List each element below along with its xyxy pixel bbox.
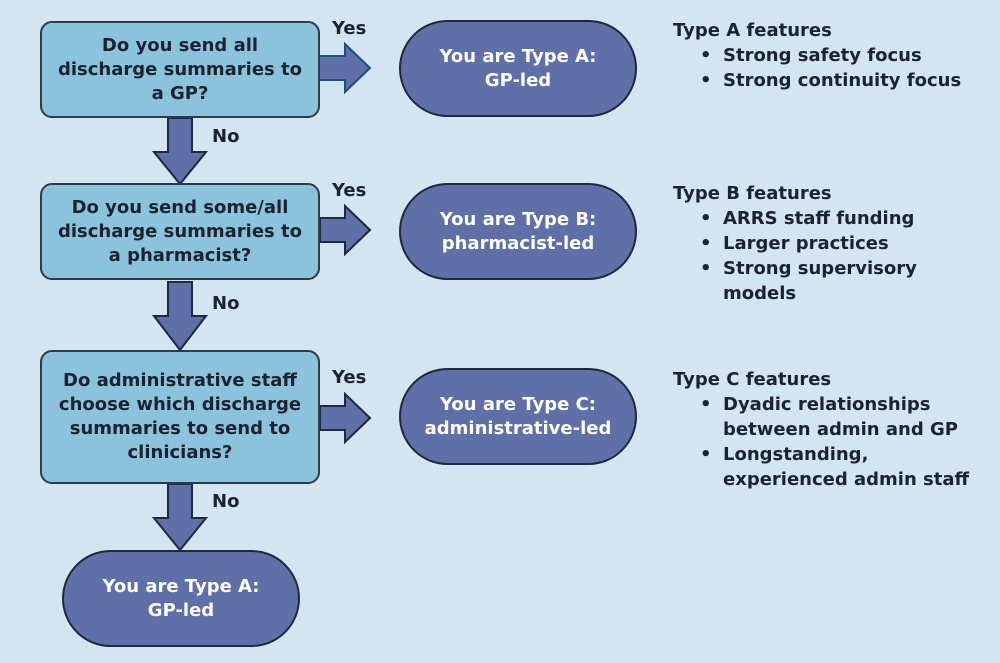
type-b-features: Type B features ARRS staff funding Large…: [673, 181, 993, 306]
type-c-features-title: Type C features: [673, 369, 832, 390]
feature-item: Strong safety focus: [673, 43, 993, 68]
type-a-features: Type A features Strong safety focus Stro…: [673, 18, 993, 93]
question-2-box: Do you send some/all discharge summaries…: [40, 183, 320, 280]
result-type-a-box: You are Type A: GP-led: [399, 20, 637, 117]
result-type-b-box: You are Type B: pharmacist-led: [399, 183, 637, 280]
yes-arrow-2: [319, 203, 372, 257]
yes-label-2: Yes: [332, 180, 367, 201]
result-type-b-line1: You are Type B:: [439, 208, 597, 230]
no-arrow-3: [151, 483, 209, 552]
question-3-box: Do administrative staff choose which dis…: [40, 350, 320, 484]
feature-item: Longstanding, experienced admin staff: [673, 442, 973, 492]
result-type-c-line1: You are Type C:: [440, 393, 596, 415]
type-a-features-title: Type A features: [673, 20, 832, 41]
question-1-box: Do you send all discharge summaries to a…: [40, 21, 320, 118]
result-type-c-line2: administrative-led: [424, 417, 612, 439]
no-arrow-1: [151, 117, 209, 186]
result-type-a-line1: You are Type A:: [439, 45, 597, 67]
feature-item: Strong continuity focus: [673, 68, 993, 93]
result-final-box: You are Type A: GP-led: [62, 550, 300, 647]
type-b-features-list: ARRS staff funding Larger practices Stro…: [673, 206, 993, 306]
no-label-2: No: [212, 293, 240, 314]
feature-item: Strong supervisory models: [673, 256, 993, 306]
type-c-features: Type C features Dyadic relationships bet…: [673, 367, 973, 492]
question-1-text: Do you send all discharge summaries to a…: [57, 34, 303, 104]
feature-item: Larger practices: [673, 231, 993, 256]
question-2-text: Do you send some/all discharge summaries…: [57, 196, 303, 266]
no-arrow-2: [151, 281, 209, 352]
no-label-1: No: [212, 126, 240, 147]
result-final-line2: GP-led: [147, 599, 215, 621]
type-c-features-list: Dyadic relationships between admin and G…: [673, 392, 973, 492]
no-label-3: No: [212, 491, 240, 512]
result-final-line1: You are Type A:: [102, 575, 260, 597]
type-a-features-list: Strong safety focus Strong continuity fo…: [673, 43, 993, 93]
result-type-b-line2: pharmacist-led: [441, 232, 595, 254]
type-b-features-title: Type B features: [673, 183, 832, 204]
feature-item: Dyadic relationships between admin and G…: [673, 392, 973, 442]
yes-arrow-3: [319, 391, 372, 445]
result-type-a-line2: GP-led: [484, 69, 552, 91]
yes-arrow-1: [317, 41, 372, 95]
feature-item: ARRS staff funding: [673, 206, 993, 231]
yes-label-1: Yes: [332, 18, 367, 39]
result-type-c-box: You are Type C: administrative-led: [399, 368, 637, 465]
question-3-text: Do administrative staff choose which dis…: [58, 370, 302, 463]
yes-label-3: Yes: [332, 367, 367, 388]
